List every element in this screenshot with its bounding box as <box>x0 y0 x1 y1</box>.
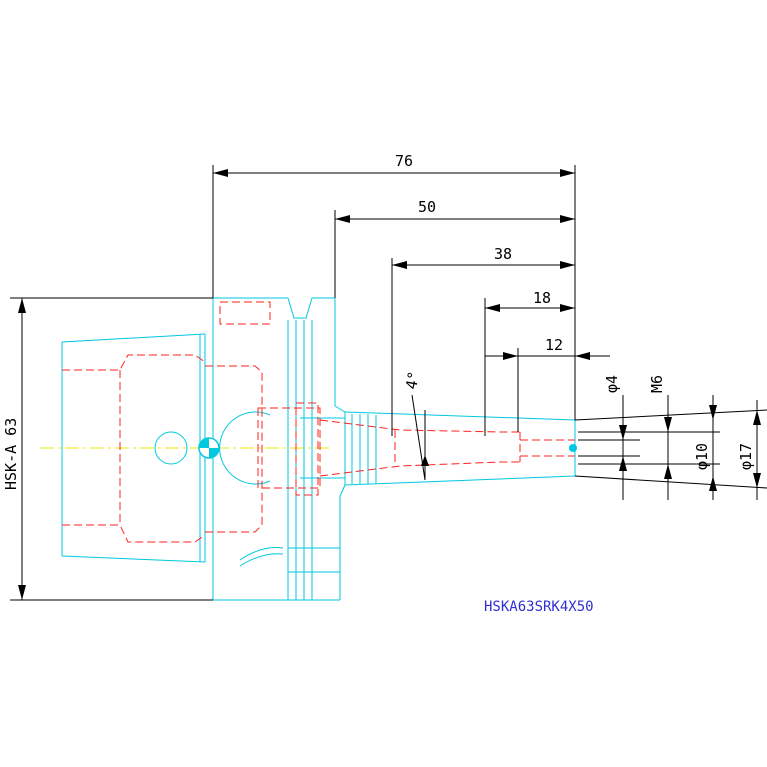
hidden-lines <box>62 301 575 543</box>
drive-hole <box>154 431 188 465</box>
flange-outline <box>212 297 341 601</box>
dimension-lines <box>10 165 767 601</box>
dim-18: 18 <box>533 289 551 307</box>
dim-interface: HSK-A 63 <box>2 418 20 490</box>
shrink-nose-outline <box>300 405 576 497</box>
arrowheads <box>18 169 761 600</box>
dim-dia-10: φ10 <box>693 443 711 470</box>
section-markers <box>198 437 577 459</box>
dim-50: 50 <box>418 198 436 216</box>
dim-taper-angle: 4° <box>402 370 423 391</box>
dim-12: 12 <box>545 336 563 354</box>
dim-38: 38 <box>494 245 512 263</box>
dim-thread-m6: M6 <box>648 375 666 393</box>
dim-76: 76 <box>395 152 413 170</box>
dim-dia-4: φ4 <box>603 375 621 393</box>
model-label: HSKA63SRK4X50 <box>484 599 594 615</box>
dim-dia-17: φ17 <box>737 443 755 470</box>
